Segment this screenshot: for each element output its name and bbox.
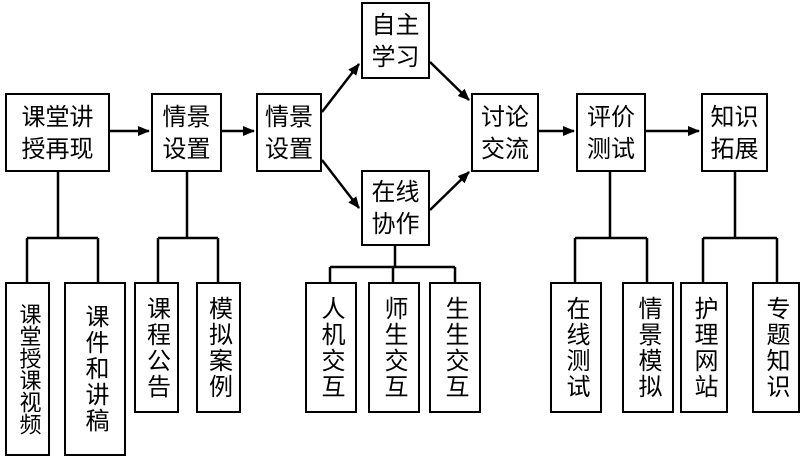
label-scenario-setup-2: 情景 设置	[265, 102, 313, 163]
label-online-test: 在线测试	[562, 295, 590, 400]
box-teacher-student: 师生交互	[368, 282, 420, 413]
box-lecture-replay: 课堂讲 授再现	[5, 93, 110, 172]
branch-evaluation	[573, 172, 649, 282]
arrow-collab-to-discussion	[429, 171, 470, 211]
label-discussion: 讨论 交流	[481, 102, 529, 163]
box-online-collab: 在线 协作	[361, 170, 430, 246]
label-teacher-student: 师生交互	[380, 295, 408, 400]
box-scenario-sim: 情景模拟	[622, 282, 674, 413]
box-topic-knowledge: 专题知识	[752, 282, 800, 413]
label-online-collab: 在线 协作	[371, 178, 420, 238]
label-topic-knowledge: 专题知识	[762, 295, 790, 400]
label-evaluation: 评价 测试	[587, 102, 635, 163]
box-nursing-site: 护理网站	[680, 282, 728, 413]
box-courseware: 课件和讲稿	[64, 282, 126, 456]
arrow-selfstudy-to-discussion	[429, 61, 470, 101]
label-class-video: 课堂授课视频	[15, 303, 41, 435]
label-scenario-sim: 情景模拟	[634, 295, 662, 400]
box-online-test: 在线测试	[550, 282, 602, 413]
label-student-student: 生生交互	[441, 295, 469, 400]
label-human-computer: 人机交互	[317, 295, 345, 400]
box-human-computer: 人机交互	[305, 282, 357, 413]
label-model-case: 模拟案例	[204, 295, 233, 400]
label-knowledge-ext: 知识 拓展	[710, 102, 759, 163]
box-model-case: 模拟案例	[196, 282, 241, 413]
box-scenario-setup-1: 情景 设置	[151, 93, 222, 172]
box-course-notice: 课程公告	[134, 282, 179, 413]
label-self-study: 自主 学习	[371, 10, 420, 71]
box-class-video: 课堂授课视频	[5, 282, 50, 456]
branch-lecture	[25, 172, 100, 282]
label-courseware: 课件和讲稿	[81, 304, 109, 434]
arrow-scenario2-to-collab	[321, 159, 360, 209]
box-student-student: 生生交互	[429, 282, 481, 413]
box-self-study: 自主 学习	[361, 2, 430, 79]
label-scenario-setup-1: 情景 设置	[162, 102, 211, 163]
box-evaluation: 评价 测试	[576, 93, 646, 172]
branch-scenario1	[156, 172, 220, 282]
label-course-notice: 课程公告	[142, 295, 171, 400]
label-lecture-replay: 课堂讲 授再现	[21, 102, 94, 163]
box-scenario-setup-2: 情景 设置	[256, 93, 322, 172]
branch-collab	[328, 246, 457, 282]
box-knowledge-ext: 知识 拓展	[701, 93, 768, 172]
label-nursing-site: 护理网站	[690, 295, 718, 400]
arrow-scenario2-to-selfstudy	[321, 63, 360, 113]
branch-knowledge	[701, 172, 779, 282]
box-discussion: 讨论 交流	[471, 93, 539, 172]
